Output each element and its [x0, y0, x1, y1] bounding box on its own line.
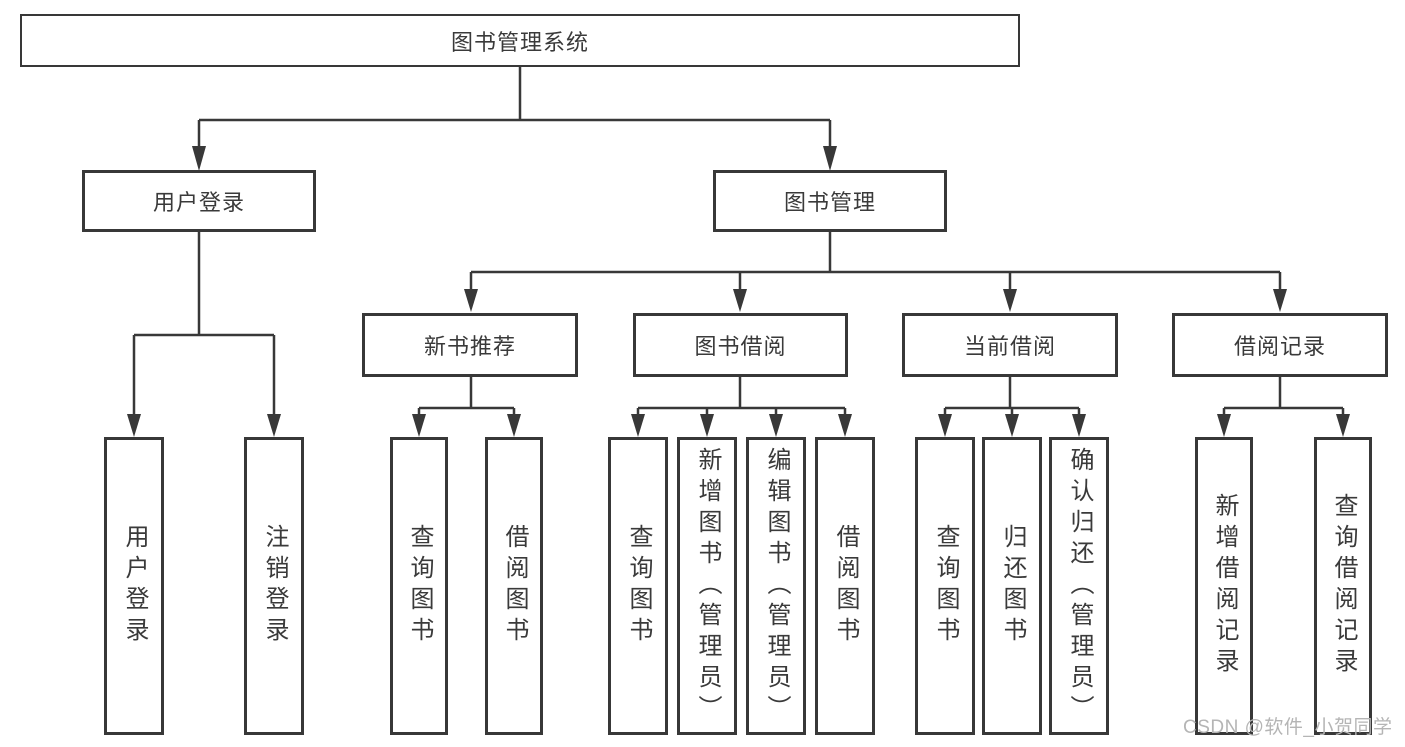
edge-root-to-level2: [197, 67, 832, 150]
node-new-book-recommend: 新书推荐: [362, 313, 578, 377]
edge-current-to-leaves: [943, 377, 1081, 416]
node-label: 当前借阅: [963, 334, 1056, 359]
leaf-label: 查询借阅记录: [1330, 493, 1357, 679]
node-borrowing-records: 借阅记录: [1172, 313, 1388, 377]
leaf-borrow-books: 借阅图书: [815, 437, 875, 735]
leaf-label: 查询图书: [932, 524, 959, 648]
node-current-borrowing: 当前借阅: [902, 313, 1118, 377]
leaf-query-books-recommend: 查询图书: [390, 437, 448, 735]
leaf-logout: 注销登录: [244, 437, 304, 735]
leaf-label: 借阅图书: [832, 524, 859, 648]
leaf-label: 归还图书: [999, 524, 1026, 648]
edge-records-to-leaves: [1222, 377, 1345, 416]
leaf-return-books: 归还图书: [982, 437, 1042, 735]
edge-recommend-to-leaves: [417, 377, 516, 416]
node-label: 图书管理: [783, 190, 876, 215]
leaf-user-login: 用户登录: [104, 437, 164, 735]
leaf-add-books-admin: 新增图书（管理员）: [677, 437, 737, 735]
leaf-edit-books-admin: 编辑图书（管理员）: [746, 437, 806, 735]
node-label: 新书推荐: [423, 334, 516, 359]
leaf-add-borrow-record: 新增借阅记录: [1195, 437, 1253, 735]
node-label: 图书管理系统: [450, 29, 589, 55]
leaf-label: 新增借阅记录: [1211, 493, 1238, 679]
node-book-borrowing: 图书借阅: [633, 313, 848, 377]
node-label: 借阅记录: [1233, 334, 1326, 359]
leaf-label: 查询图书: [406, 524, 433, 648]
leaf-label: 编辑图书（管理员）: [763, 446, 790, 726]
edge-borrow-to-leaves: [636, 377, 847, 416]
leaf-label: 查询图书: [625, 524, 652, 648]
node-label: 用户登录: [152, 190, 245, 215]
leaf-label: 借阅图书: [501, 524, 528, 648]
node-label: 图书借阅: [694, 334, 787, 359]
leaf-query-borrow-record: 查询借阅记录: [1314, 437, 1372, 735]
arrowheads: [127, 146, 1350, 437]
edge-mgmt-to-level3: [469, 232, 1282, 292]
leaf-label: 新增图书（管理员）: [694, 446, 721, 726]
leaf-query-books-current: 查询图书: [915, 437, 975, 735]
edge-login-to-leaves: [132, 232, 276, 416]
leaf-confirm-return-admin: 确认归还（管理员）: [1049, 437, 1109, 735]
leaf-borrow-books-recommend: 借阅图书: [485, 437, 543, 735]
node-book-management: 图书管理: [713, 170, 947, 232]
node-user-login: 用户登录: [82, 170, 316, 232]
node-library-management-system: 图书管理系统: [20, 14, 1020, 67]
leaf-label: 确认归还（管理员）: [1066, 446, 1093, 726]
leaf-query-books-borrowing: 查询图书: [608, 437, 668, 735]
csdn-watermark: CSDN @软件_小贺同学: [1183, 717, 1393, 738]
leaf-label: 注销登录: [261, 524, 288, 648]
leaf-label: 用户登录: [121, 524, 148, 648]
